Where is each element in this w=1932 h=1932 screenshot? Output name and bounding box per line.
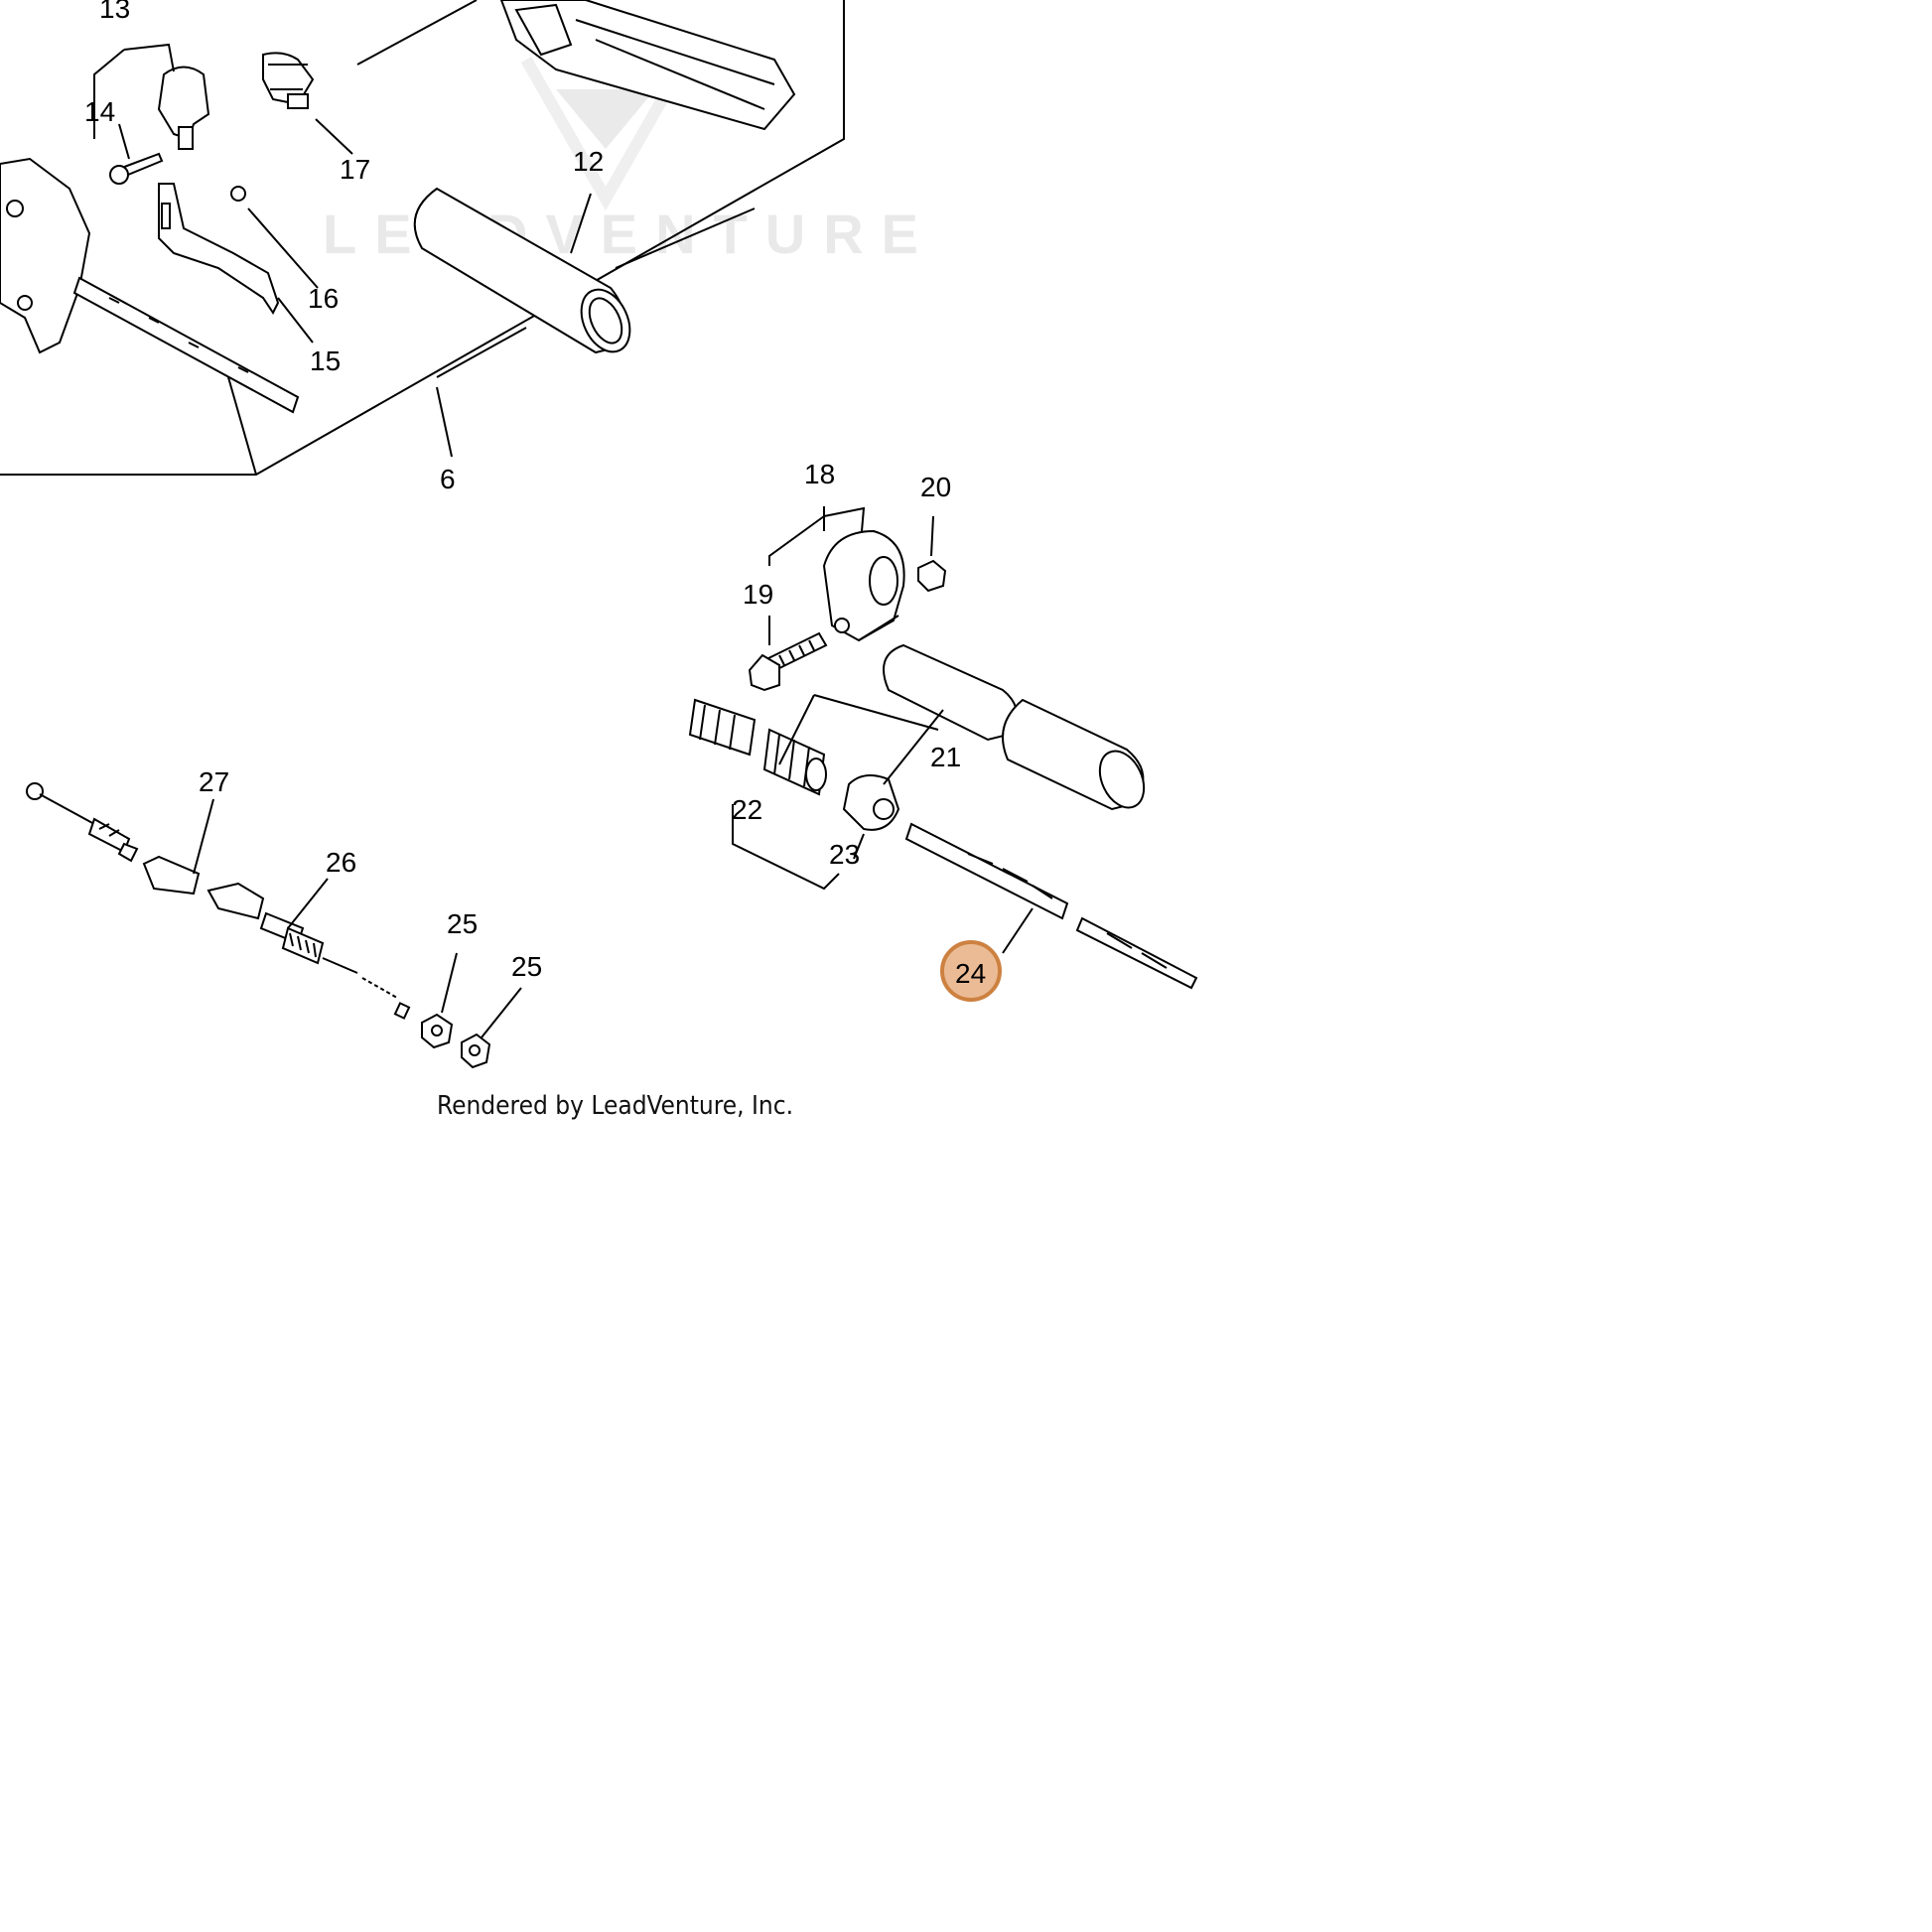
callout-17[interactable]: 17 (340, 154, 370, 185)
callout-26[interactable]: 26 (326, 847, 356, 878)
callout-25-a[interactable]: 25 (447, 908, 478, 939)
callout-18[interactable]: 18 (804, 459, 835, 489)
callout-24[interactable]: 24 (955, 958, 986, 989)
credit-text: Rendered by LeadVenture, Inc. (437, 1091, 793, 1121)
shaft-assembly (688, 506, 1198, 990)
callout-6[interactable]: 6 (440, 464, 456, 494)
callout-21[interactable]: 21 (930, 742, 961, 772)
callout-27[interactable]: 27 (199, 766, 229, 797)
callout-14[interactable]: 14 (84, 96, 115, 127)
callout-20[interactable]: 20 (920, 472, 951, 502)
callout-15[interactable]: 15 (310, 345, 341, 376)
watermark-text: LEADVENTURE (323, 203, 936, 265)
callout-labels: 13 14 17 12 16 15 6 18 20 19 21 22 23 24… (84, 0, 986, 989)
handle-housing-assembly (0, 0, 845, 476)
callout-22[interactable]: 22 (732, 794, 762, 825)
callout-23[interactable]: 23 (829, 839, 860, 870)
callout-25-b[interactable]: 25 (511, 951, 542, 982)
callout-19[interactable]: 19 (743, 579, 773, 610)
cable-assembly (26, 782, 522, 1069)
callout-13[interactable]: 13 (99, 0, 130, 24)
highlight-marker[interactable] (940, 940, 1002, 1002)
callout-16[interactable]: 16 (308, 283, 339, 314)
callout-12[interactable]: 12 (573, 146, 604, 177)
